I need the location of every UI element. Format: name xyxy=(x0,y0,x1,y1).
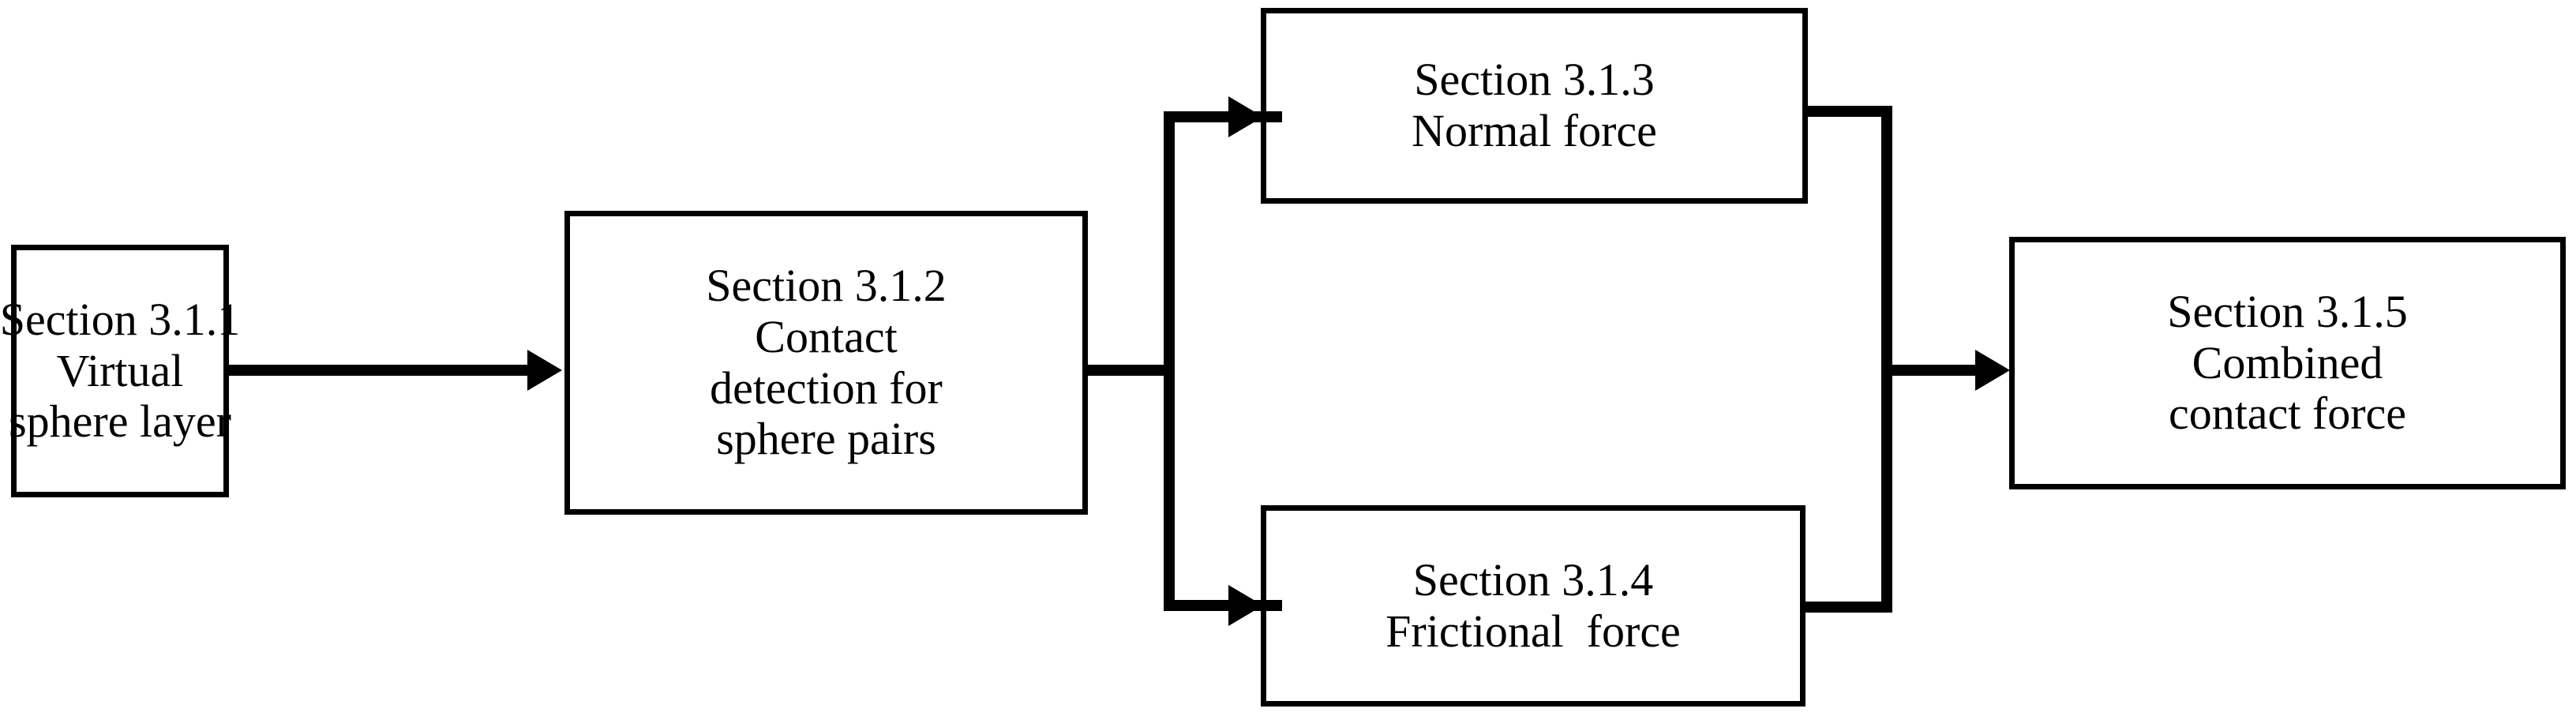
node-2-line-3: detection for xyxy=(710,362,943,414)
node-5-line-2: Combined xyxy=(2192,336,2383,388)
node-1-line-2: Virtual xyxy=(56,344,184,396)
edge-4-merge-shaft xyxy=(1802,602,1892,613)
edge-merge-5-shaft xyxy=(1887,365,1978,376)
node-1-line-1: Section 3.1.1 xyxy=(0,293,241,345)
node-3-line-1: Section 3.1.3 xyxy=(1414,54,1655,106)
flow-node-section-3-1-3[interactable]: Section 3.1.3 Normal force xyxy=(1261,8,1808,204)
flow-node-section-3-1-1[interactable]: Section 3.1.1 Virtual sphere layer xyxy=(0,245,240,497)
flow-node-section-3-1-5[interactable]: Section 3.1.5 Combined contact force xyxy=(2009,237,2566,489)
edge-merge-5-arrowhead xyxy=(1975,350,2010,391)
node-2-line-4: sphere pairs xyxy=(716,413,936,465)
edge-2-trunk-shaft xyxy=(1088,365,1175,376)
edge-2-4-shaft xyxy=(1164,600,1282,611)
node-5-line-3: contact force xyxy=(2168,388,2407,440)
node-2-line-2: Contact xyxy=(755,310,898,362)
merge-spine-vertical xyxy=(1881,106,1892,613)
edge-3-merge-shaft xyxy=(1802,106,1892,117)
node-2-line-1: Section 3.1.2 xyxy=(706,259,947,311)
flow-node-section-3-1-4[interactable]: Section 3.1.4 Frictional force xyxy=(1261,505,1805,707)
branch-spine-vertical xyxy=(1164,111,1175,611)
flow-node-section-3-1-2[interactable]: Section 3.1.2 Contact detection for sphe… xyxy=(564,211,1088,515)
edge-2-4-arrowhead xyxy=(1228,585,1263,626)
node-4-line-1: Section 3.1.4 xyxy=(1412,553,1654,605)
edge-1-2-shaft xyxy=(229,365,531,376)
node-5-line-1: Section 3.1.5 xyxy=(2167,285,2408,337)
edge-2-3-arrowhead xyxy=(1228,96,1263,137)
node-1-line-3: sphere layer xyxy=(9,395,231,448)
edge-2-3-shaft xyxy=(1164,111,1282,122)
edge-1-2-arrowhead xyxy=(527,350,562,391)
node-3-line-2: Normal force xyxy=(1412,105,1657,156)
node-4-line-2: Frictional force xyxy=(1385,605,1681,657)
